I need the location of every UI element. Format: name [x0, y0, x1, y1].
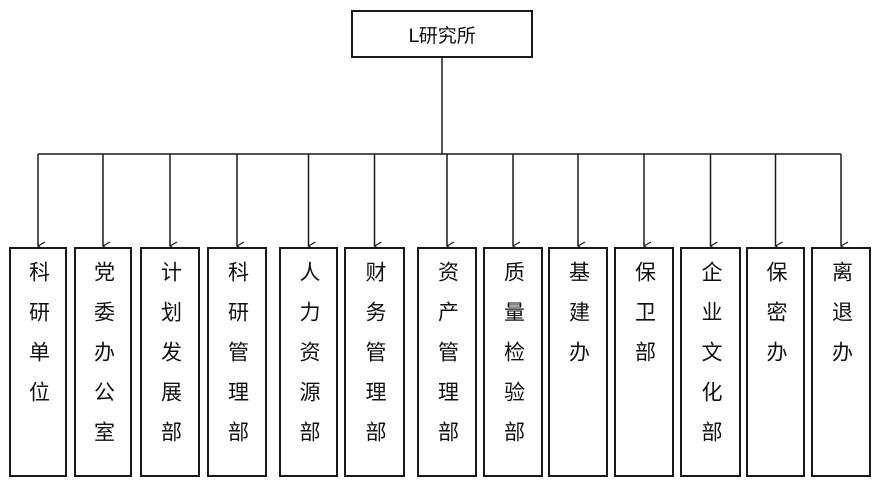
- department-label: 保密办: [764, 261, 788, 381]
- department-label: 党委办公室: [91, 261, 116, 461]
- department-box-u6: 财务管理部: [344, 247, 405, 477]
- department-box-u4: 科研管理部: [207, 247, 267, 477]
- department-box-u8: 质量检验部: [483, 247, 543, 477]
- root-node-box: L研究所: [351, 10, 533, 58]
- department-box-u3: 计划发展部: [140, 247, 200, 477]
- department-label: 保卫部: [632, 261, 657, 381]
- department-label: 计划发展部: [158, 261, 183, 461]
- department-label: 基建办: [566, 261, 591, 381]
- department-box-u7: 资产管理部: [417, 247, 477, 477]
- department-label: 离退办: [829, 261, 854, 381]
- department-label: 科研管理部: [225, 261, 250, 461]
- department-label: 财务管理部: [363, 261, 387, 461]
- department-label: 人力资源部: [297, 261, 321, 461]
- department-label: 资产管理部: [435, 261, 460, 461]
- department-box-u2: 党委办公室: [74, 247, 132, 477]
- department-label: 企业文化部: [699, 261, 723, 461]
- department-box-u1: 科研单位: [9, 247, 67, 477]
- department-box-u11: 企业文化部: [680, 247, 741, 477]
- department-box-u5: 人力资源部: [279, 247, 338, 477]
- department-box-u12: 保密办: [746, 247, 805, 477]
- root-node-label: L研究所: [408, 24, 476, 47]
- department-label: 科研单位: [26, 261, 51, 421]
- department-box-u13: 离退办: [811, 247, 871, 477]
- department-label: 质量检验部: [501, 261, 526, 461]
- department-box-u9: 基建办: [548, 247, 608, 477]
- department-box-u10: 保卫部: [614, 247, 674, 477]
